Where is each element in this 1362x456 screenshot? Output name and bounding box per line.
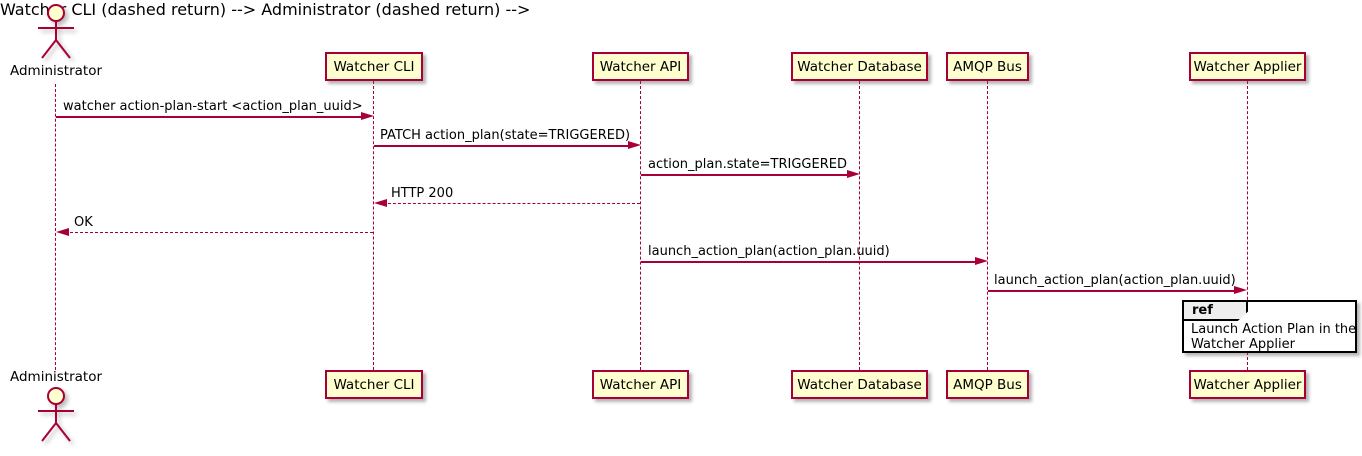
message-line <box>641 261 975 263</box>
message-label: PATCH action_plan(state=TRIGGERED) <box>380 128 631 143</box>
actor-icon <box>38 4 74 59</box>
arrowhead-icon <box>361 112 374 120</box>
message-label: action_plan.state=TRIGGERED <box>648 157 847 172</box>
participant-label: Watcher Database <box>797 376 922 393</box>
arrowhead-icon <box>1234 286 1247 294</box>
lifeline-watcher-cli <box>373 81 374 370</box>
lifeline-watcher-applier <box>1247 81 1248 370</box>
message-label: launch_action_plan(action_plan.uuid) <box>648 244 890 259</box>
participant-label: Watcher CLI <box>333 376 415 393</box>
message-label: launch_action_plan(action_plan.uuid) <box>994 273 1236 288</box>
participant-watcher-applier-bottom: Watcher Applier <box>1189 370 1306 399</box>
participant-label: Watcher Database <box>797 58 922 75</box>
ref-fragment: ref Launch Action Plan in the Watcher Ap… <box>1182 300 1357 353</box>
participant-label: Watcher API <box>599 58 682 75</box>
participant-label: Watcher API <box>599 376 682 393</box>
ref-text-line: Launch Action Plan in the <box>1191 322 1357 337</box>
participant-watcher-database-bottom: Watcher Database <box>791 370 928 399</box>
message-label: OK <box>74 215 93 230</box>
ref-keyword-tab: ref <box>1184 302 1248 321</box>
arrowhead-icon <box>56 228 69 236</box>
actor-administrator-top-label: Administrator <box>9 63 103 79</box>
message-line <box>60 232 373 233</box>
message-line <box>988 290 1235 292</box>
participant-watcher-database-top: Watcher Database <box>791 52 928 81</box>
arrowhead-icon <box>975 257 988 265</box>
participant-watcher-api-bottom: Watcher API <box>592 370 689 399</box>
lifeline-watcher-database <box>859 81 860 370</box>
ref-keyword: ref <box>1192 303 1213 318</box>
message-line <box>374 145 629 147</box>
participant-watcher-applier-top: Watcher Applier <box>1189 52 1306 81</box>
participant-amqp-bus-top: AMQP Bus <box>946 52 1029 81</box>
ref-text: Launch Action Plan in the Watcher Applie… <box>1191 322 1356 352</box>
message-line <box>56 116 362 118</box>
arrowhead-icon <box>628 141 641 149</box>
lifeline-administrator <box>55 84 56 370</box>
participant-amqp-bus-bottom: AMQP Bus <box>946 370 1029 399</box>
participant-watcher-cli-top: Watcher CLI <box>325 52 423 81</box>
actor-icon <box>38 387 74 442</box>
arrowhead-icon <box>374 199 387 207</box>
participant-label: AMQP Bus <box>953 58 1022 75</box>
participant-label: Watcher Applier <box>1193 58 1302 75</box>
participant-label: Watcher CLI <box>333 58 415 75</box>
message-label: watcher action-plan-start <action_plan_u… <box>63 99 363 114</box>
lifeline-amqp-bus <box>987 81 988 370</box>
actor-administrator-bottom-label: Administrator <box>9 369 103 385</box>
ref-text-line: Watcher Applier <box>1191 337 1295 352</box>
message-label: HTTP 200 <box>391 186 454 201</box>
participant-label: AMQP Bus <box>953 376 1022 393</box>
arrowhead-icon <box>847 170 860 178</box>
participant-watcher-api-top: Watcher API <box>592 52 689 81</box>
message-line <box>378 203 640 204</box>
participant-label: Watcher Applier <box>1193 376 1302 393</box>
participant-watcher-cli-bottom: Watcher CLI <box>325 370 423 399</box>
lifeline-watcher-api <box>640 81 641 370</box>
message-line <box>641 174 848 176</box>
